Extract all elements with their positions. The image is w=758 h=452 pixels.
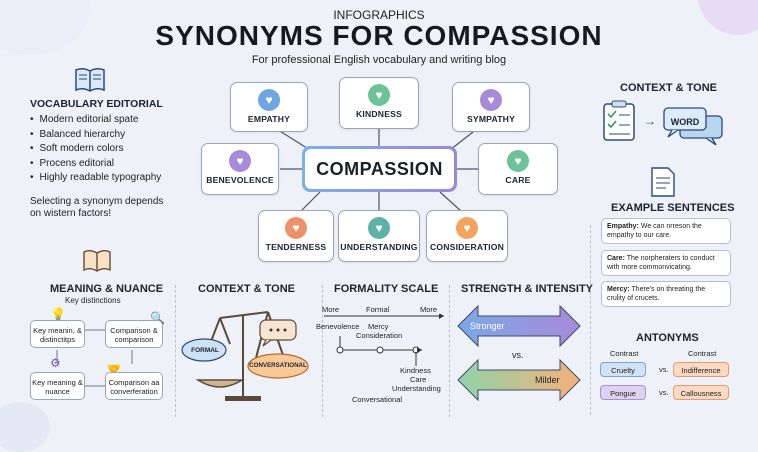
formality-scale-line xyxy=(324,314,444,366)
scale-word: Consideration xyxy=(356,331,403,340)
card-label: KINDNESS xyxy=(355,109,402,119)
divider xyxy=(175,285,176,417)
list-item: Highly readable typography xyxy=(30,171,162,186)
synonym-card-empathy[interactable]: ♥ EMPATHY xyxy=(230,82,308,132)
card-label: TENDERNESS xyxy=(265,242,327,252)
divider xyxy=(449,285,450,417)
hands-heart-icon: ♥ xyxy=(507,150,529,172)
conversational-label: CONVERSATIONAL xyxy=(249,362,307,369)
card-label: EMPATHY xyxy=(247,114,291,124)
scale-label: Formal xyxy=(366,305,390,314)
vocabulary-editorial-title: VOCABULARY EDITORIAL xyxy=(30,98,163,110)
meaning-box: Comparison aa converferation xyxy=(105,372,163,400)
scale-balance-icon xyxy=(181,311,309,401)
list-item: Soft modern colors xyxy=(30,142,161,157)
synonym-card-kindness[interactable]: ♥ KINDNESS xyxy=(339,77,419,129)
synonym-card-tenderness[interactable]: ♥ TENDERNESS xyxy=(258,210,334,262)
example-card: Mercy: There's on threating the crulity … xyxy=(601,281,731,307)
strength-intensity-title: STRENGTH & INTENSITY xyxy=(461,283,594,295)
context-tone-title: CONTEXT & TONE xyxy=(198,283,295,295)
example-term: Empathy: xyxy=(607,223,639,230)
page-title: SYNONYMS FOR COMPASSION xyxy=(155,20,603,51)
synonym-card-consideration[interactable]: ♥ CONSIDERATION xyxy=(426,210,508,262)
card-label: CONSIDERATION xyxy=(429,242,505,252)
right-context-title: CONTEXT & TONE xyxy=(620,82,717,94)
contrast-label: Contrast xyxy=(688,349,717,358)
scale-label: More xyxy=(420,305,438,314)
example-text: We can nrreson the empathy to our care. xyxy=(607,223,702,239)
example-text: The norpheraters to conduct with more co… xyxy=(607,255,715,271)
selection-note: Selecting a synonym depends on wistern f… xyxy=(30,196,164,219)
example-card: Care: The norpheraters to conduct with m… xyxy=(601,250,731,276)
center-node[interactable]: COMPASSION xyxy=(302,146,457,192)
mindmap-connectors xyxy=(274,127,479,213)
list-item: Procens editorial xyxy=(30,157,161,172)
header-supertitle: INFOGRAPHICS xyxy=(333,8,425,22)
meaning-box: Key meanin, & distinctitps xyxy=(30,320,85,348)
arrow-right-icon: → xyxy=(644,114,656,128)
example-term: Care: xyxy=(607,255,625,262)
card-label: UNDERSTANDING xyxy=(340,242,418,252)
antonym-pill: Pongue xyxy=(600,385,646,400)
formality-scale-title: FORMALITY SCALE xyxy=(334,283,439,295)
vs-label: vs. xyxy=(659,388,669,397)
meaning-connectors xyxy=(56,329,133,387)
lightbulb-icon: 💡 xyxy=(50,307,67,322)
vs-label: vs. xyxy=(512,350,524,360)
checklist-icon xyxy=(600,100,640,147)
gear-icon: ⚙ xyxy=(50,356,61,370)
formal-label: FORMAL xyxy=(191,347,219,354)
list-item: Balanced hierarchy xyxy=(30,128,161,143)
antonym-pill: Cruelty xyxy=(600,362,646,377)
scale-word: Benevolence xyxy=(316,322,360,331)
antonym-pill: Indifference xyxy=(673,362,729,377)
book-icon xyxy=(82,248,112,279)
contrast-label: Contrast xyxy=(610,349,639,358)
divider xyxy=(590,225,591,415)
hand-heart-icon: ♥ xyxy=(285,217,307,239)
hands-heart-icon: ♥ xyxy=(368,84,390,106)
speech-bubbles-icon xyxy=(662,106,726,153)
head-heart-icon: ♥ xyxy=(368,217,390,239)
synonym-card-sympathy[interactable]: ♥ SYMPATHY xyxy=(452,82,530,132)
list-item: Modern editorial spate xyxy=(30,113,161,128)
vocabulary-editorial-list: Modern editorial spate Balanced hierarch… xyxy=(30,113,162,186)
book-icon xyxy=(74,66,106,99)
head-heart-icon: ♥ xyxy=(258,89,280,111)
meaning-nuance-title: MEANING & NUANCE xyxy=(50,283,164,295)
example-sentences-title: EXAMPLE SENTENCES xyxy=(611,202,735,214)
scale-word: Kindness xyxy=(400,366,431,375)
scale-label: More xyxy=(322,305,340,314)
divider xyxy=(322,285,323,417)
synonym-card-care[interactable]: ♥ CARE xyxy=(478,143,558,195)
example-term: Mercy: xyxy=(607,286,630,293)
synonym-card-understanding[interactable]: ♥ UNDERSTANDING xyxy=(338,210,420,262)
milder-label: Milder xyxy=(535,375,560,385)
card-label: CARE xyxy=(505,175,531,185)
stronger-label: Stronger xyxy=(470,321,505,331)
example-card: Empathy: We can nrreson the empathy to o… xyxy=(601,218,731,244)
antonym-pill: Callousness xyxy=(673,385,729,400)
strength-arrows xyxy=(457,304,581,402)
meaning-box: Comparison & comparison xyxy=(105,320,163,348)
page-subtitle: For professional English vocabulary and … xyxy=(251,54,507,66)
example-text: There's on threating the crulity of cruc… xyxy=(607,286,706,302)
hand-heart-icon: ♥ xyxy=(456,217,478,239)
scale-word: Care xyxy=(410,375,427,384)
scale-word: Understanding xyxy=(392,384,441,393)
meaning-box: Key meaning & nuance xyxy=(30,372,85,400)
vs-label: vs. xyxy=(659,365,669,374)
hands-heart-icon: ♥ xyxy=(480,89,502,111)
center-node-label: COMPASSION xyxy=(305,149,454,189)
card-label: BENEVOLENCE xyxy=(206,175,274,185)
scale-word: Mercy xyxy=(368,322,389,331)
scale-word: Conversational xyxy=(352,395,403,404)
antonyms-title: ANTONYMS xyxy=(636,332,699,344)
meaning-subtitle: Key distinctions xyxy=(65,296,121,305)
card-label: SYMPATHY xyxy=(466,114,516,124)
word-label: WORD xyxy=(670,117,700,127)
synonym-card-benevolence[interactable]: ♥ BENEVOLENCE xyxy=(201,143,279,195)
heart-icon: ♥ xyxy=(229,150,251,172)
document-icon xyxy=(650,166,676,203)
